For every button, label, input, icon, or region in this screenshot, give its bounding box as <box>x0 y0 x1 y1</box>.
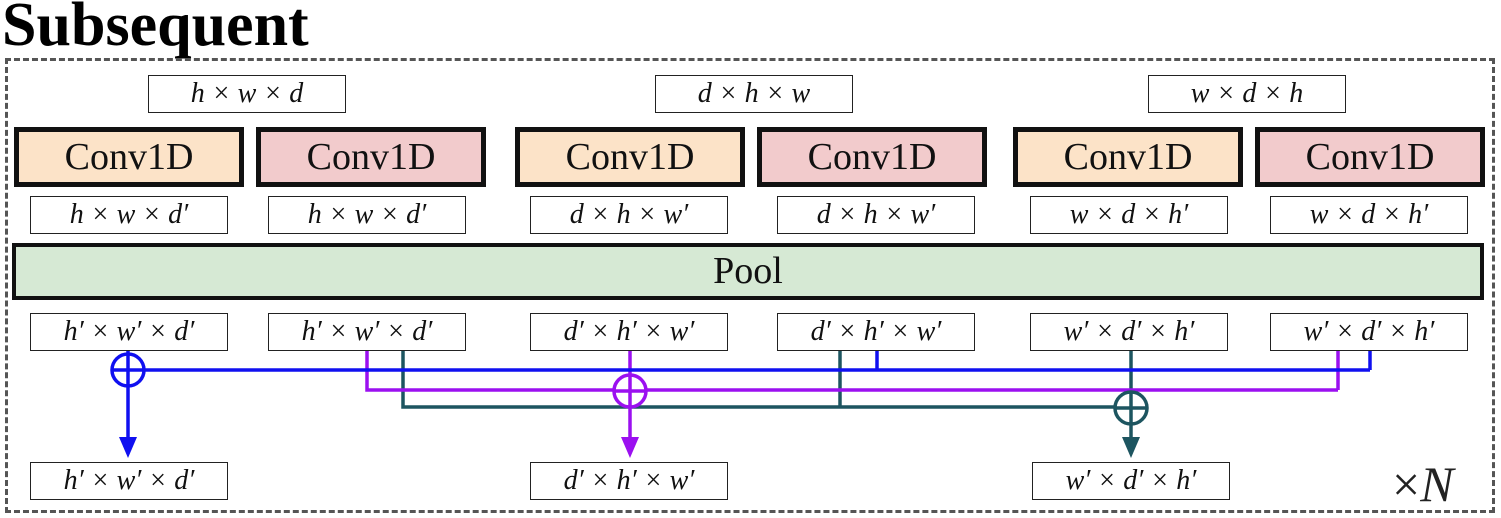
purple-arrowhead <box>621 437 639 458</box>
sum-node-purple <box>612 373 648 409</box>
repeat-block-frame <box>5 58 1495 513</box>
conv-output-label-2a: d × h × w′ <box>530 196 728 234</box>
sum-node-teal <box>1113 390 1149 426</box>
sum-node-blue <box>110 352 146 388</box>
pooled-shape-label-2: h′ × w′ × d′ <box>268 313 466 351</box>
sum-output-label-2: d′ × h′ × w′ <box>530 462 728 500</box>
repeat-count-label: ×N <box>1392 456 1454 512</box>
input-shape-label-2: d × h × w <box>655 75 853 113</box>
repeat-count: N <box>1420 456 1454 512</box>
pooled-shape-label-3: d′ × h′ × w′ <box>530 313 728 351</box>
conv1d-block-2a: Conv1D <box>515 127 745 187</box>
conv1d-block-2b: Conv1D <box>757 127 987 187</box>
blue-wire <box>126 350 1372 440</box>
pooled-shape-label-6: w′ × d′ × h′ <box>1270 313 1468 351</box>
sum-output-label-1: h′ × w′ × d′ <box>30 462 228 500</box>
conv1d-block-3b: Conv1D <box>1255 127 1485 187</box>
conv1d-block-3a: Conv1D <box>1013 127 1243 187</box>
teal-arrowhead <box>1122 437 1140 458</box>
conv-output-label-1b: h × w × d′ <box>268 196 466 234</box>
input-shape-label-1: h × w × d <box>148 75 346 113</box>
conv-output-label-1a: h × w × d′ <box>30 196 228 234</box>
input-shape-label-3: w × d × h <box>1148 75 1346 113</box>
pooled-shape-label-1: h′ × w′ × d′ <box>30 313 228 351</box>
conv-output-label-3b: w × d × h′ <box>1270 196 1468 234</box>
conv1d-block-1b: Conv1D <box>256 127 486 187</box>
sum-output-label-3: w′ × d′ × h′ <box>1032 462 1230 500</box>
blue-arrowhead <box>119 437 137 458</box>
diagram-title: Subsequent <box>2 0 309 59</box>
conv-output-label-2b: d × h × w′ <box>777 196 975 234</box>
purple-wire <box>365 350 1340 440</box>
conv-output-label-3a: w × d × h′ <box>1030 196 1228 234</box>
pooled-shape-label-4: d′ × h′ × w′ <box>777 313 975 351</box>
pool-block: Pool <box>12 243 1484 300</box>
teal-wire <box>401 350 1133 440</box>
conv1d-block-1a: Conv1D <box>14 127 244 187</box>
times-symbol: × <box>1392 456 1421 512</box>
pooled-shape-label-5: w′ × d′ × h′ <box>1030 313 1228 351</box>
